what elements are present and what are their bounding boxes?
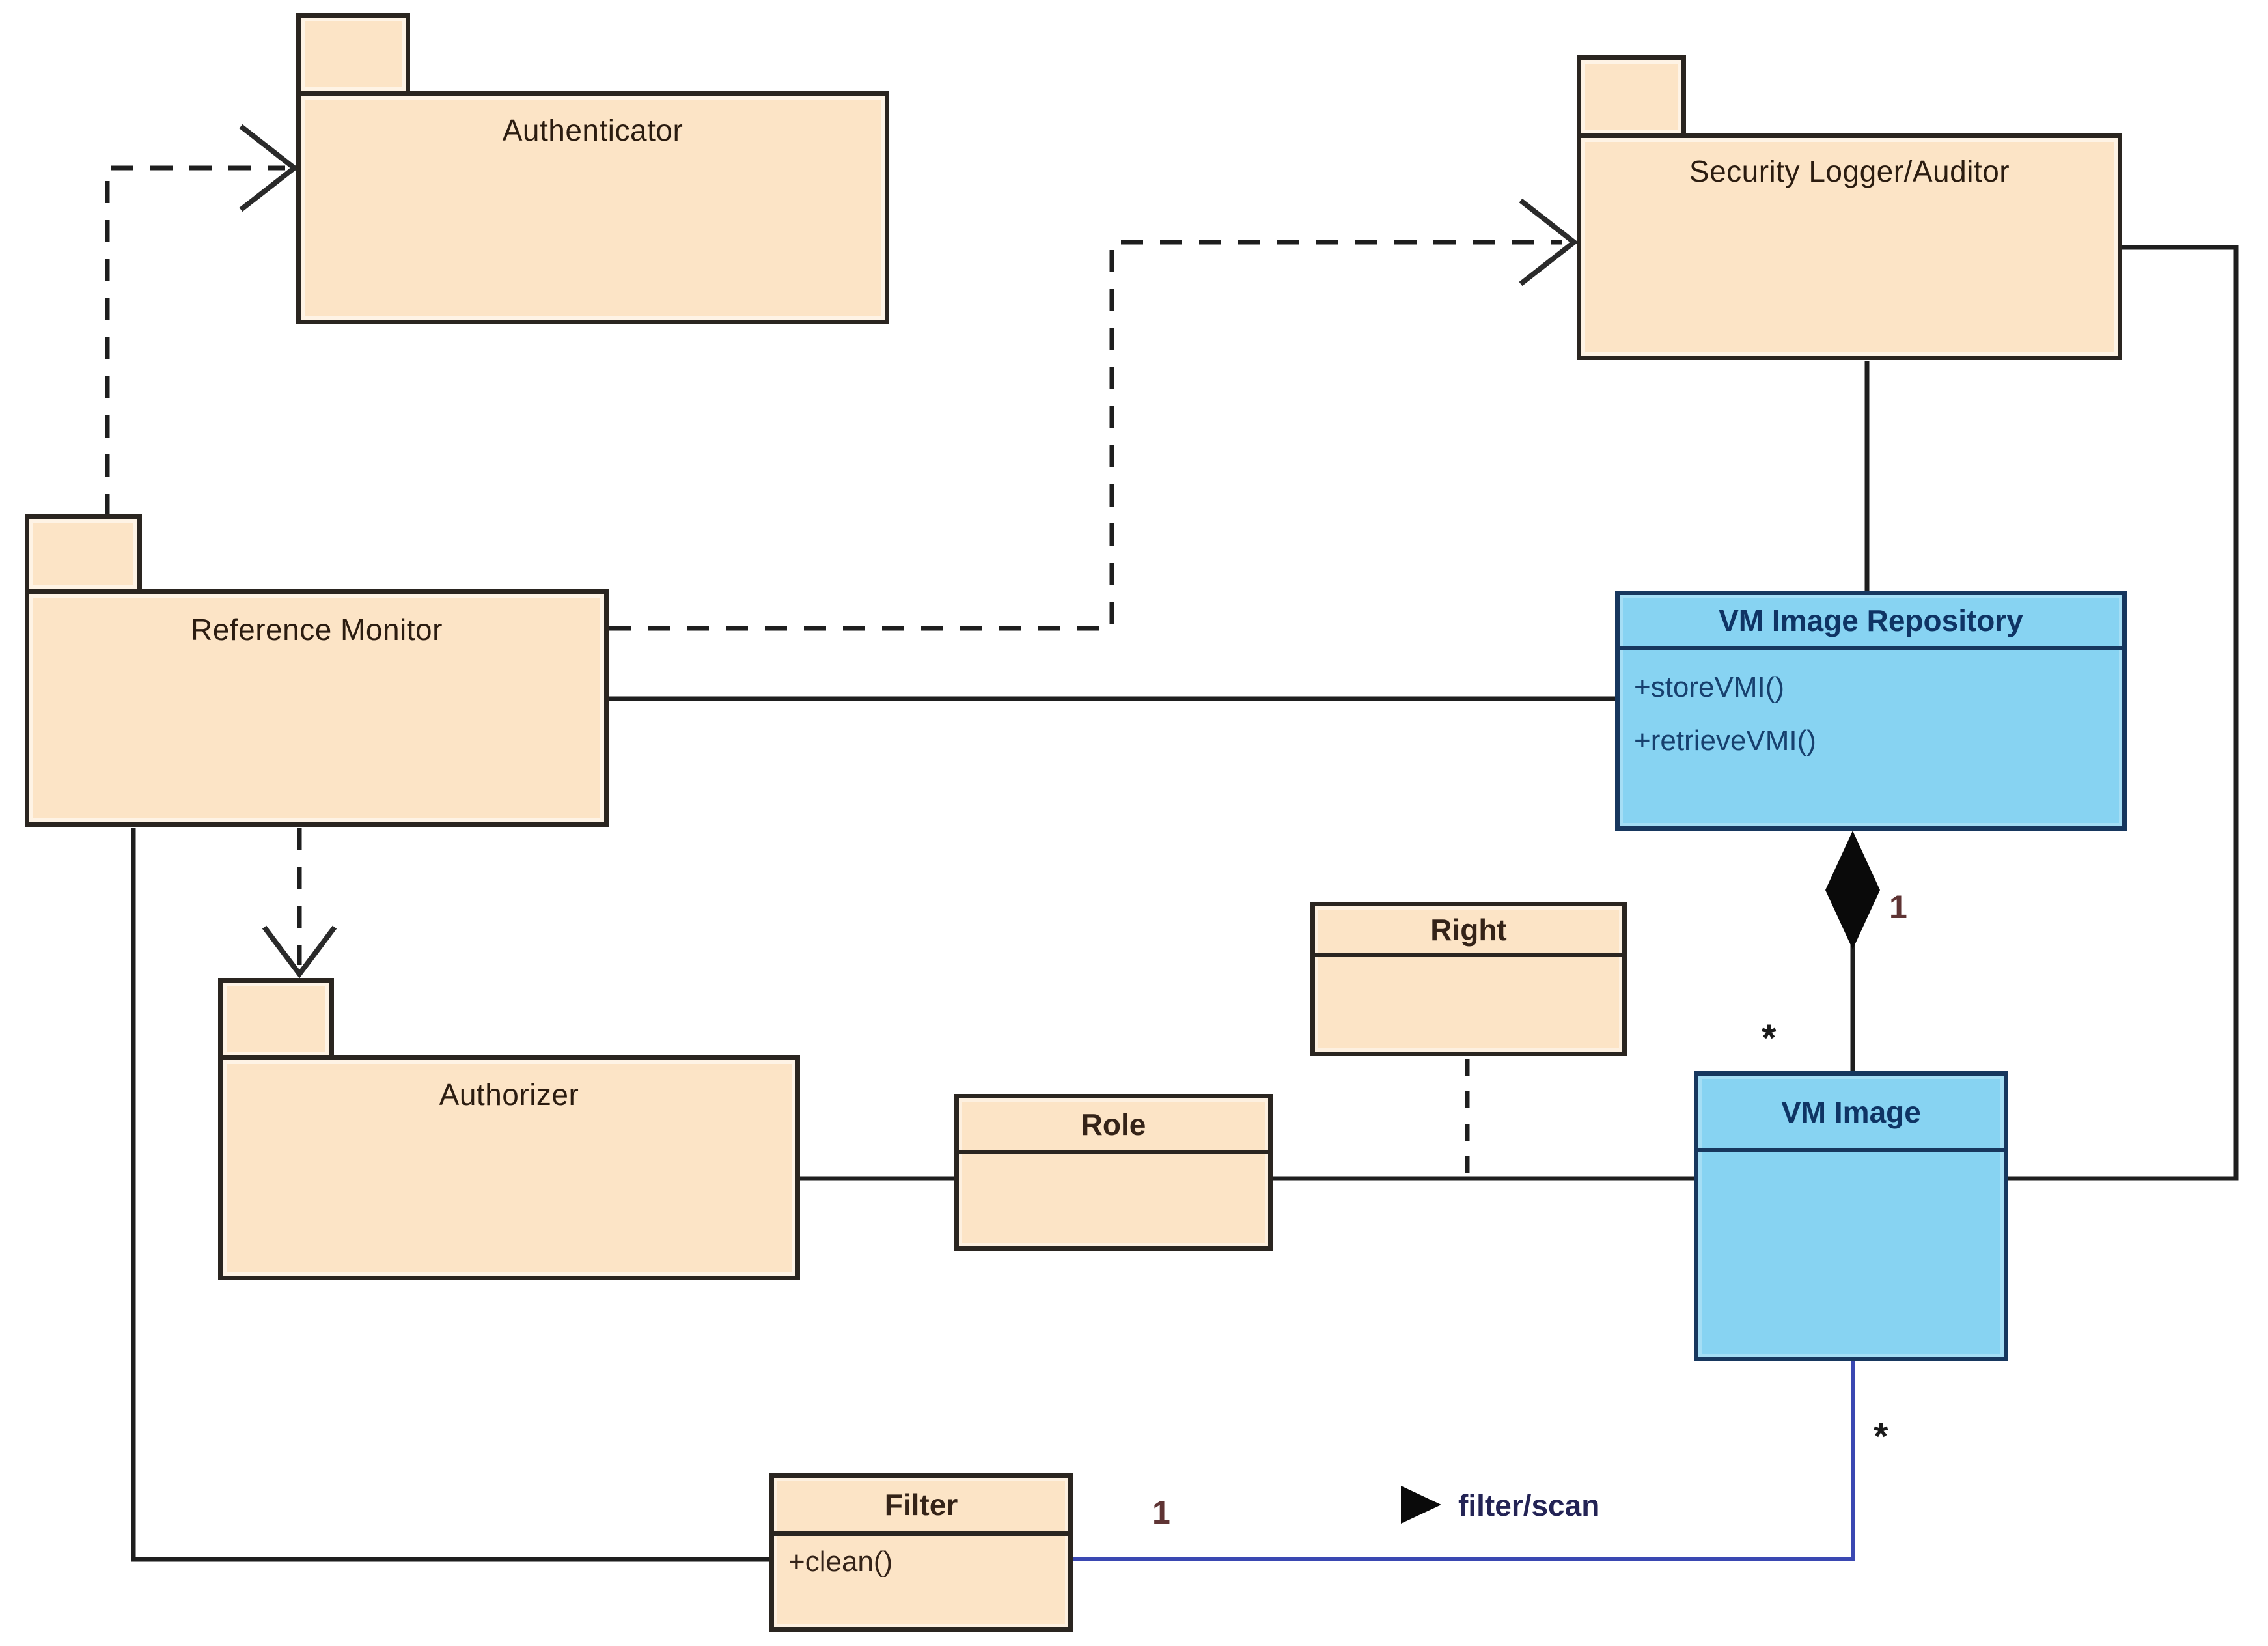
method-storevmi: +storeVMI()	[1634, 671, 1785, 703]
class-title: VM Image	[1698, 1076, 2004, 1152]
package-tab	[296, 13, 410, 96]
association-refmonitor-filter	[131, 828, 769, 1562]
class-vm-image: VM Image	[1694, 1071, 2008, 1361]
open-arrowhead-icon	[1519, 198, 1579, 286]
package-title: Authorizer	[439, 1078, 579, 1111]
class-role: Role	[954, 1094, 1273, 1251]
class-right: Right	[1310, 902, 1627, 1056]
package-tab	[218, 978, 334, 1060]
open-arrowhead-icon	[262, 925, 337, 979]
package-tab	[25, 514, 142, 594]
package-body: Security Logger/Auditor	[1577, 133, 2122, 360]
class-methods: +storeVMI() +retrieveVMI()	[1620, 650, 2122, 826]
method-clean: +clean()	[788, 1546, 893, 1578]
package-title: Security Logger/Auditor	[1689, 154, 2010, 188]
package-tab	[1577, 55, 1686, 138]
package-body: Authenticator	[296, 91, 889, 324]
association-vmimage-filter	[1073, 1361, 1855, 1561]
class-methods: +clean()	[774, 1536, 1068, 1627]
class-title: Role	[959, 1098, 1268, 1154]
package-title: Authenticator	[502, 113, 684, 147]
dependency-refmonitor-authenticator	[105, 165, 285, 516]
class-methods	[959, 1154, 1268, 1246]
package-body: Reference Monitor	[25, 589, 609, 827]
method-retrievevmi: +retrieveVMI()	[1634, 725, 1816, 757]
multiplicity-label: 1	[1889, 889, 1907, 925]
association-securitylogger-vmimage	[2008, 245, 2239, 1181]
multiplicity-label: *	[1874, 1416, 1888, 1458]
class-title: Right	[1315, 906, 1622, 957]
class-title: VM Image Repository	[1620, 595, 2122, 650]
association-name-label: filter/scan	[1458, 1488, 1599, 1522]
class-methods	[1698, 1152, 2004, 1357]
class-title: Filter	[774, 1478, 1068, 1536]
package-title: Reference Monitor	[191, 613, 443, 647]
class-methods	[1315, 957, 1622, 1052]
multiplicity-label: 1	[1152, 1494, 1170, 1531]
package-body: Authorizer	[218, 1055, 800, 1280]
direction-triangle-icon	[1401, 1486, 1441, 1524]
class-filter: Filter +clean()	[769, 1473, 1073, 1632]
dependency-refmonitor-securitylogger	[609, 240, 1562, 631]
class-vm-image-repository: VM Image Repository +storeVMI() +retriev…	[1615, 591, 2127, 831]
composition-diamond-icon	[1825, 831, 1880, 949]
multiplicity-label: *	[1762, 1017, 1777, 1059]
open-arrowhead-icon	[239, 124, 299, 212]
